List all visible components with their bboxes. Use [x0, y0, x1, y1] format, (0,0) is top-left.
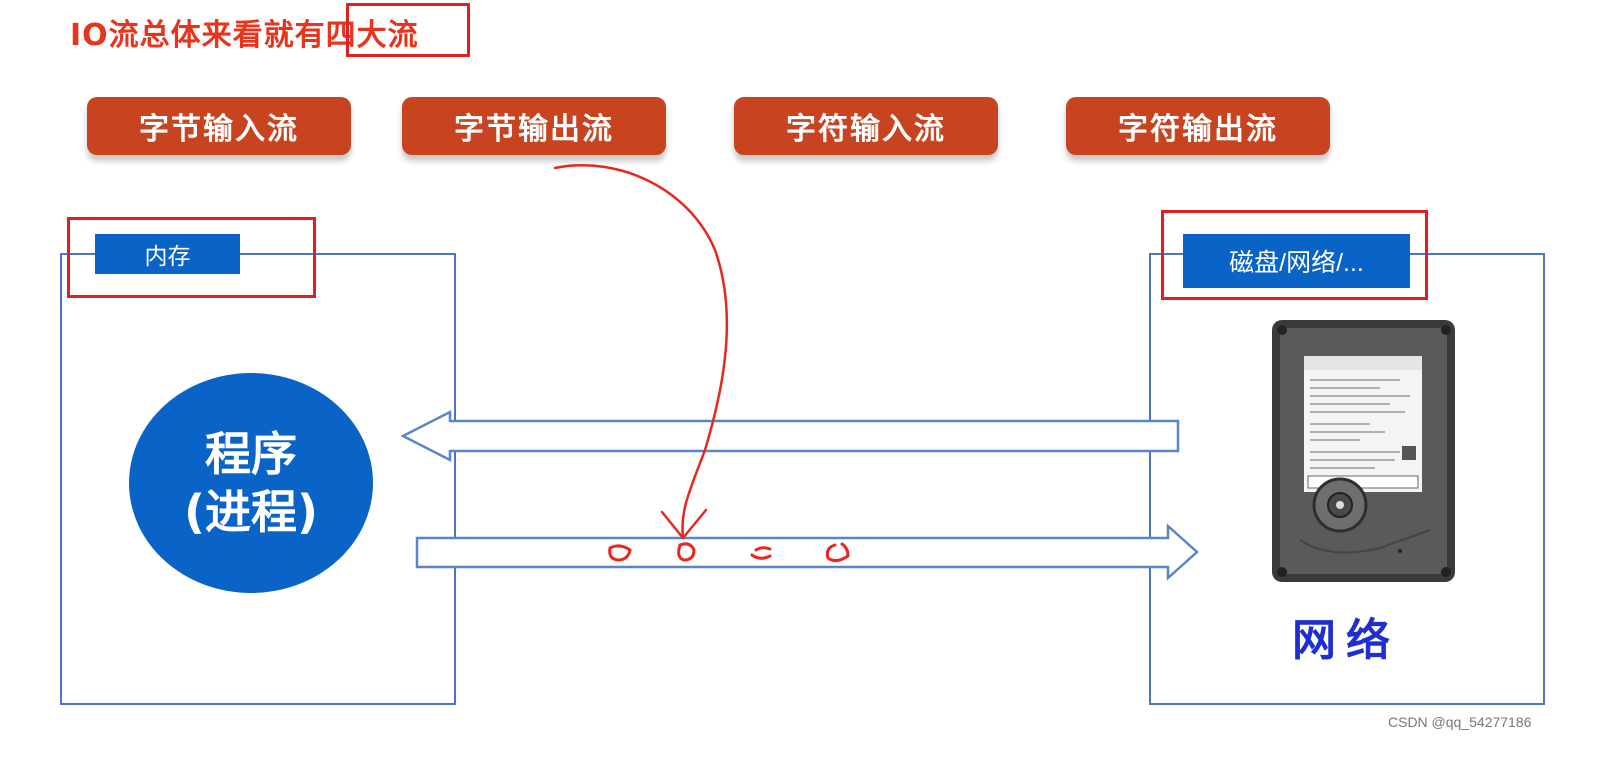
- title-prefix: IO流总体来看就有: [70, 18, 326, 53]
- byte-output-stream-button[interactable]: 字节输出流: [402, 97, 666, 155]
- input-arrow: [400, 409, 1180, 463]
- data-mark-4: [825, 542, 850, 563]
- program-label: 程序: [205, 427, 297, 481]
- memory-label: 内存: [95, 234, 240, 274]
- hand-drawn-arrow: [553, 164, 729, 540]
- title-highlight: 四大流: [325, 18, 419, 53]
- storage-label: 磁盘/网络/...: [1183, 234, 1410, 288]
- program-circle: 程序 (进程): [129, 373, 373, 593]
- char-input-stream-button[interactable]: 字符输入流: [734, 97, 998, 155]
- watermark: CSDN @qq_54277186: [1388, 714, 1532, 730]
- process-label: (进程): [183, 485, 319, 539]
- hard-drive-image: [1272, 320, 1455, 582]
- memory-panel: [60, 253, 456, 705]
- data-mark-2: [677, 542, 696, 562]
- data-mark-3: [750, 546, 772, 560]
- data-mark-1: [608, 544, 632, 562]
- output-arrow: [415, 523, 1199, 581]
- memory-highlight-frame: [67, 217, 316, 298]
- char-output-stream-button[interactable]: 字符输出流: [1066, 97, 1330, 155]
- storage-highlight-frame: [1161, 210, 1428, 300]
- title-highlight-frame: [346, 3, 470, 57]
- page-title: IO流总体来看就有四大流: [70, 10, 419, 54]
- network-text: 网络: [1292, 615, 1400, 666]
- hand-drawn-arrowhead: [660, 508, 708, 540]
- byte-input-stream-button[interactable]: 字节输入流: [87, 97, 351, 155]
